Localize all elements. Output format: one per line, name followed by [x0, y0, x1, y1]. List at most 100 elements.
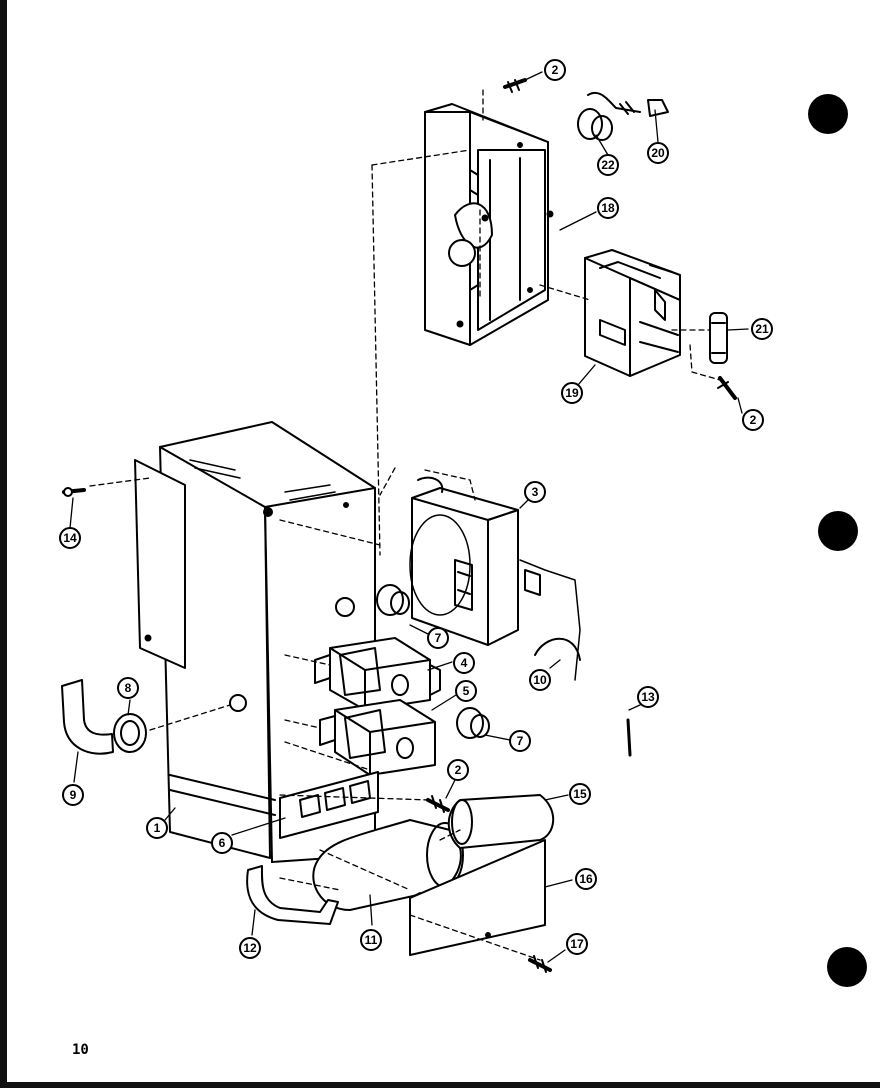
- part-22-grommet: [577, 108, 613, 141]
- part-6-terminal-board: [279, 771, 379, 839]
- callout-1: 1: [146, 817, 168, 839]
- part-5-relay: [319, 699, 436, 776]
- callout-13: 13: [637, 686, 659, 708]
- callout-10: 10: [529, 669, 551, 691]
- callout-label: 17: [570, 937, 584, 951]
- part-7-grommet-upper: [376, 584, 410, 616]
- part-7-grommet-lower: [456, 707, 490, 739]
- callout-circle: [360, 929, 382, 951]
- callout-circle: [427, 627, 449, 649]
- part-18-upper-box: [424, 103, 554, 346]
- callout-label: 7: [517, 734, 524, 748]
- part-4-relay: [314, 637, 441, 711]
- part-11-capacitor: [312, 819, 464, 911]
- part-20-terminal: [587, 91, 669, 117]
- callout-2: 2: [447, 759, 469, 781]
- callout-11: 11: [360, 929, 382, 951]
- callout-22: 22: [597, 154, 619, 176]
- callout-circle: [529, 669, 551, 691]
- callout-20: 20: [647, 142, 669, 164]
- callout-7: 7: [509, 730, 531, 752]
- callout-circle: [455, 680, 477, 702]
- callout-circle: [544, 59, 566, 81]
- callout-label: 18: [601, 201, 615, 215]
- callout-label: 7: [435, 631, 442, 645]
- callout-circle: [117, 677, 139, 699]
- callout-4: 4: [453, 652, 475, 674]
- part-12-strap: [246, 865, 339, 925]
- callout-circle: [453, 652, 475, 674]
- callout-18: 18: [597, 197, 619, 219]
- callout-label: 21: [755, 322, 769, 336]
- scan-edge-bottom: [0, 1082, 880, 1088]
- callout-14: 14: [59, 527, 81, 549]
- callout-3: 3: [524, 481, 546, 503]
- callout-17: 17: [566, 933, 588, 955]
- callout-label: 19: [565, 386, 579, 400]
- callout-circle: [62, 784, 84, 806]
- callout-circle: [647, 142, 669, 164]
- callout-label: 13: [641, 690, 655, 704]
- callout-19: 19: [561, 382, 583, 404]
- part-19-fuse-block: [584, 249, 681, 377]
- callout-circle: [597, 197, 619, 219]
- callout-circle: [239, 937, 261, 959]
- callout-5: 5: [455, 680, 477, 702]
- callout-label: 5: [463, 684, 470, 698]
- callout-label: 8: [125, 681, 132, 695]
- callout-8: 8: [117, 677, 139, 699]
- callout-circle: [447, 759, 469, 781]
- screw-2-top: [503, 78, 527, 93]
- callout-label: 4: [461, 656, 468, 670]
- callout-6: 6: [211, 832, 233, 854]
- part-13-clip: [626, 718, 632, 757]
- callout-circle: [59, 527, 81, 549]
- callout-2: 2: [742, 409, 764, 431]
- callout-label: 14: [63, 531, 77, 545]
- assembly-lines: [89, 89, 721, 961]
- callout-label: 10: [533, 673, 547, 687]
- screw-2-mid: [717, 376, 737, 400]
- callout-label: 12: [243, 941, 257, 955]
- callout-circle: [211, 832, 233, 854]
- callout-label: 6: [219, 836, 226, 850]
- part-10-wire: [534, 637, 581, 661]
- callout-circle: [742, 409, 764, 431]
- callout-circle: [524, 481, 546, 503]
- callout-circle: [751, 318, 773, 340]
- screw-14: [62, 487, 86, 497]
- punch-hole-bottom: [827, 947, 867, 987]
- part-15-capacitor: [447, 794, 555, 849]
- screw-2-low: [426, 795, 450, 813]
- page-number: 10: [72, 1042, 89, 1058]
- callout-circle: [509, 730, 531, 752]
- callout-circle: [561, 382, 583, 404]
- callout-label: 1: [154, 821, 161, 835]
- scan-edge-left: [0, 0, 7, 1088]
- callout-2: 2: [544, 59, 566, 81]
- callout-12: 12: [239, 937, 261, 959]
- leader-lines: [69, 71, 749, 963]
- callout-label: 22: [601, 158, 615, 172]
- callout-circle: [575, 868, 597, 890]
- punch-hole-top: [808, 94, 848, 134]
- part-8-grommet: [113, 713, 147, 753]
- callout-7: 7: [427, 627, 449, 649]
- callout-label: 11: [365, 933, 378, 947]
- callout-label: 15: [573, 787, 587, 801]
- side-panel: [134, 459, 186, 669]
- callout-15: 15: [569, 783, 591, 805]
- part-9-hose: [61, 679, 114, 755]
- callout-label: 16: [579, 872, 593, 886]
- callout-label: 2: [552, 63, 559, 77]
- callout-circle: [569, 783, 591, 805]
- part-21-fuse: [709, 312, 728, 364]
- part-3-transformer: [409, 476, 581, 681]
- callout-label: 2: [750, 413, 757, 427]
- screw-17: [528, 955, 552, 973]
- callout-circle: [637, 686, 659, 708]
- callout-16: 16: [575, 868, 597, 890]
- callout-circle: [146, 817, 168, 839]
